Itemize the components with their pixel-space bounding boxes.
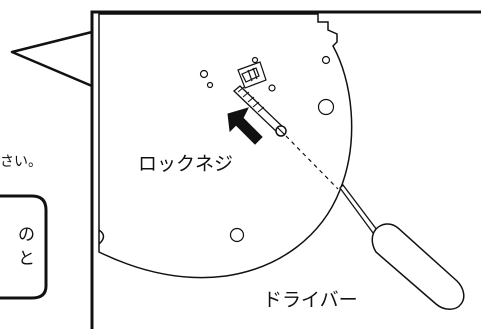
mount-hole <box>317 98 335 116</box>
zoom-callout-panel: ロックネジ ドライバー <box>10 10 481 329</box>
cut-instruction-text: さい。 <box>0 154 42 170</box>
lock-screw-label: ロックネジ <box>138 153 233 175</box>
base-plate <box>98 13 353 279</box>
callout-panel-border <box>90 10 481 329</box>
mount-hole <box>199 69 209 79</box>
screwdriver-icon <box>339 184 465 310</box>
mount-hole <box>268 84 276 92</box>
mount-hole <box>206 81 214 89</box>
callout-pointer <box>10 30 93 88</box>
bold-arrow-icon <box>227 107 263 145</box>
note-box-line-2: と <box>18 249 35 269</box>
screwdriver-label: ドライバー <box>263 289 358 311</box>
mount-hole <box>229 227 245 243</box>
mount-hole <box>321 55 331 65</box>
screw-bracket <box>237 56 267 89</box>
note-box-border <box>0 194 48 300</box>
note-box: の と <box>0 194 48 300</box>
plate-notch <box>98 229 105 245</box>
screw-icon <box>233 85 287 137</box>
note-box-line-1: の <box>18 225 35 245</box>
